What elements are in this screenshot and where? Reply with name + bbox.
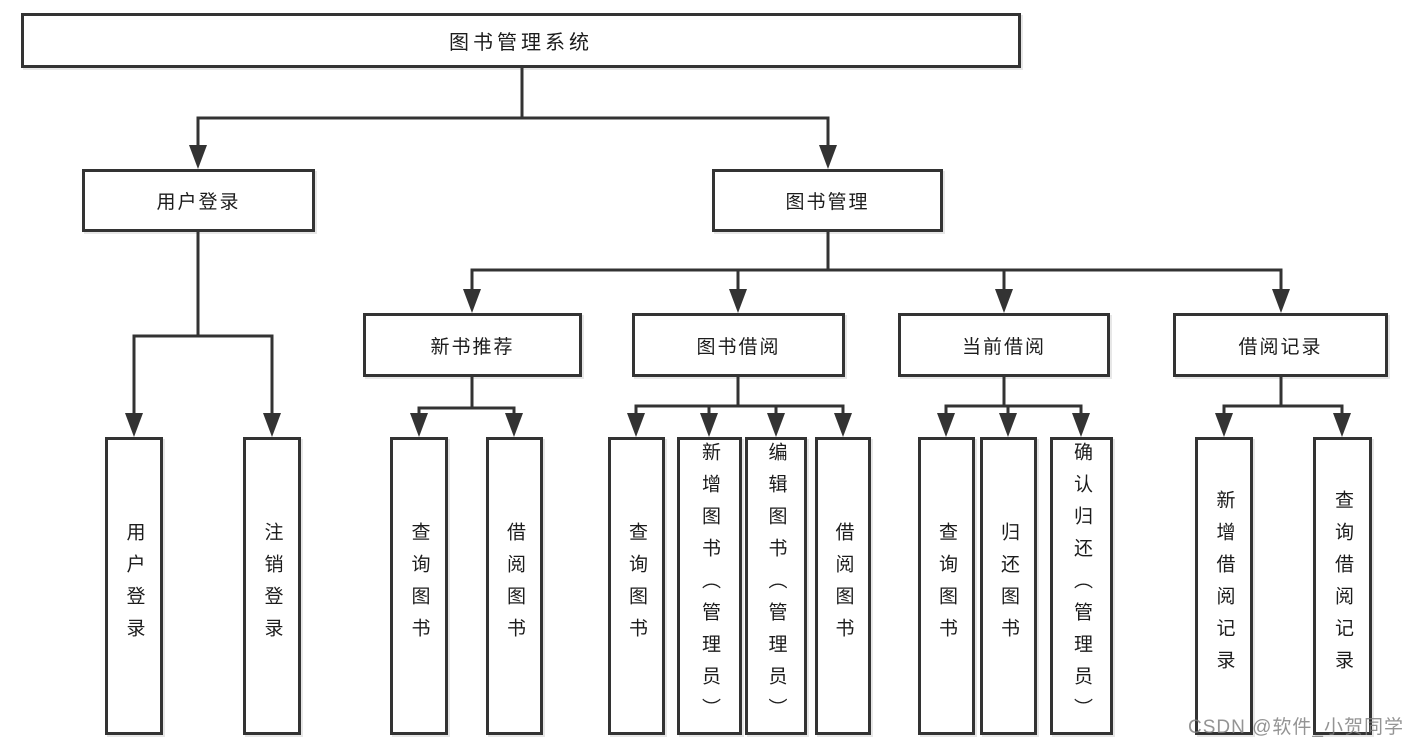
- node-label: 借阅图书: [504, 522, 525, 650]
- node-user-login-group: 用户登录: [82, 169, 315, 232]
- node-label: 查询图书: [936, 522, 957, 650]
- node-leaf-borrow-books: 借阅图书: [815, 437, 871, 735]
- node-label: 借阅记录: [1238, 336, 1323, 358]
- node-leaf-confirm-return-admin: 确认归还（管理员）: [1050, 437, 1113, 735]
- node-label: 用户登录: [123, 522, 145, 650]
- node-leaf-return-books: 归还图书: [980, 437, 1037, 735]
- node-label: 新增图书（管理员）: [699, 442, 720, 730]
- node-leaf-query-borrow-record: 查询借阅记录: [1313, 437, 1372, 735]
- node-label: 新增借阅记录: [1213, 490, 1235, 682]
- node-label: 编辑图书（管理员）: [765, 442, 787, 730]
- node-borrowing-records: 借阅记录: [1173, 313, 1388, 377]
- node-label: 归还图书: [998, 522, 1019, 650]
- node-new-book-recommend: 新书推荐: [363, 313, 582, 377]
- node-label: 确认归还（管理员）: [1071, 442, 1092, 730]
- node-label: 新书推荐: [430, 336, 515, 358]
- node-book-borrowing: 图书借阅: [632, 313, 845, 377]
- node-label: 查询图书: [408, 522, 430, 650]
- node-root-library-system: 图书管理系统: [21, 13, 1021, 68]
- node-label: 图书借阅: [696, 336, 781, 358]
- node-leaf-add-borrow-record: 新增借阅记录: [1195, 437, 1253, 735]
- node-leaf-user-login: 用户登录: [105, 437, 163, 735]
- node-label: 查询图书: [626, 522, 647, 650]
- node-current-borrowing: 当前借阅: [898, 313, 1110, 377]
- node-leaf-borrow-books-recommend: 借阅图书: [486, 437, 543, 735]
- node-leaf-logout: 注销登录: [243, 437, 301, 735]
- node-leaf-query-books-recommend: 查询图书: [390, 437, 448, 735]
- node-label: 当前借阅: [961, 336, 1046, 358]
- node-leaf-query-books-borrow: 查询图书: [608, 437, 665, 735]
- node-leaf-edit-books-admin: 编辑图书（管理员）: [745, 437, 807, 735]
- node-label: 用户登录: [156, 192, 241, 213]
- node-label: 查询借阅记录: [1332, 490, 1353, 682]
- node-book-management-group: 图书管理: [712, 169, 943, 232]
- node-label: 注销登录: [261, 522, 283, 650]
- watermark: CSDN @软件_小贺同学: [1188, 717, 1404, 738]
- node-label: 图书管理系统: [449, 32, 593, 54]
- node-leaf-query-books-current: 查询图书: [918, 437, 975, 735]
- node-label: 图书管理: [785, 192, 870, 213]
- node-label: 借阅图书: [832, 522, 854, 650]
- node-leaf-add-books-admin: 新增图书（管理员）: [677, 437, 742, 735]
